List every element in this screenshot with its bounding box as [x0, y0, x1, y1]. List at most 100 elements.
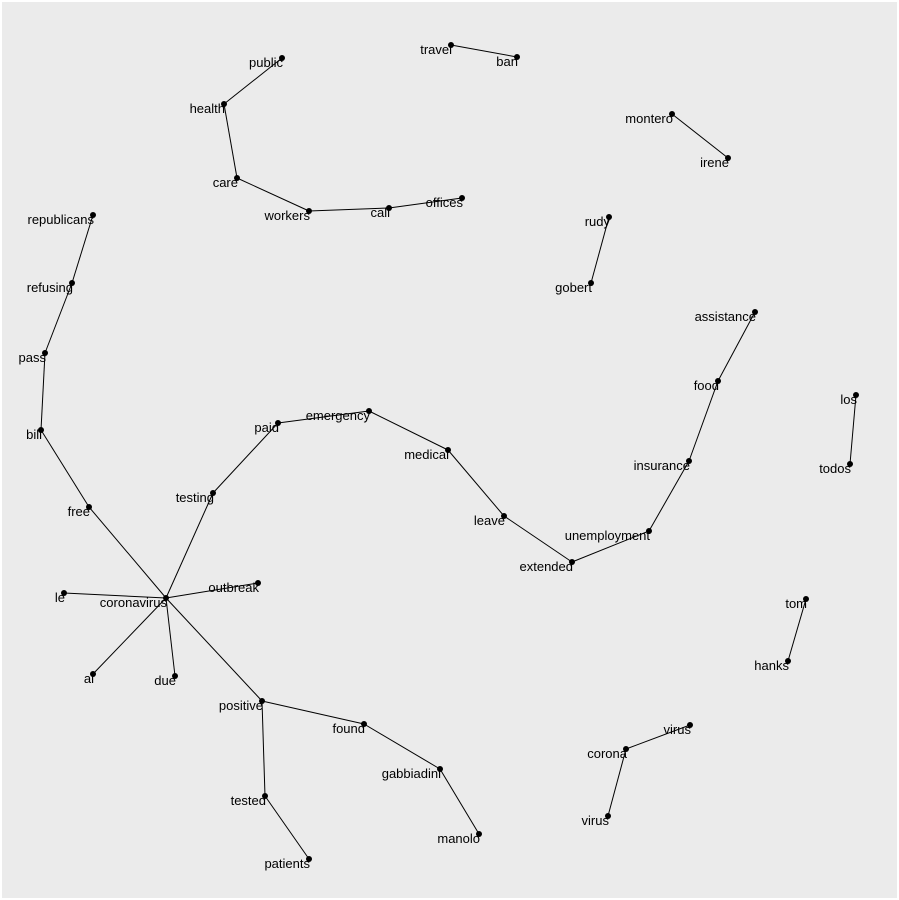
node-leave — [501, 513, 507, 519]
node-patients — [306, 856, 312, 862]
edge-found-gabbiadini — [363, 723, 441, 770]
node-label-patients: patients — [264, 856, 310, 871]
node-republicans — [90, 212, 96, 218]
node-label-virus_b: virus — [582, 813, 610, 828]
edge-positive-found — [261, 700, 365, 725]
node-label-free: free — [68, 504, 90, 519]
node-positive — [259, 698, 265, 704]
node-label-hanks: hanks — [754, 658, 789, 673]
node-outbreak — [255, 580, 261, 586]
node-pass — [42, 350, 48, 356]
edge-corona-virus_b — [607, 748, 627, 817]
node-label-care: care — [213, 175, 238, 190]
node-label-bill: bill — [26, 427, 42, 442]
edge-emergency-medical — [368, 410, 449, 451]
node-label-health: health — [190, 101, 225, 116]
node-corona — [623, 746, 629, 752]
edge-free-coronavirus — [88, 506, 167, 599]
node-label-todos: todos — [819, 461, 851, 476]
node-montero — [669, 111, 675, 117]
node-label-food: food — [694, 378, 719, 393]
node-travel — [448, 42, 454, 48]
node-label-coronavirus: coronavirus — [100, 595, 168, 610]
node-label-republicans: republicans — [28, 212, 95, 227]
node-label-tom: tom — [785, 596, 807, 611]
edge-rudy-gobert — [590, 216, 610, 284]
node-label-assistance: assistance — [695, 309, 756, 324]
edge-pass-bill — [40, 352, 46, 431]
node-irene — [725, 155, 731, 161]
nodes-layer — [38, 42, 859, 862]
node-due — [172, 673, 178, 679]
node-ban — [514, 54, 520, 60]
edge-montero-irene — [671, 113, 729, 159]
edge-gabbiadini-manolo — [439, 768, 480, 835]
edge-coronavirus-outbreak — [165, 582, 259, 599]
edge-republicans-refusing — [71, 214, 94, 284]
node-label-al: al — [84, 671, 94, 686]
node-label-ban: ban — [496, 54, 518, 69]
edge-tom-hanks — [787, 598, 807, 662]
node-health — [221, 101, 227, 107]
node-label-tested: tested — [231, 793, 266, 808]
edge-refusing-pass — [44, 282, 73, 354]
edge-coronavirus-due — [165, 597, 176, 677]
node-call — [386, 205, 392, 211]
node-label-found: found — [332, 721, 365, 736]
edge-positive-tested — [261, 700, 266, 797]
node-label-insurance: insurance — [634, 458, 690, 473]
edges-layer — [40, 44, 857, 860]
node-label-due: due — [154, 673, 176, 688]
node-label-public: public — [249, 55, 283, 70]
node-manolo — [476, 831, 482, 837]
edge-insurance-food — [688, 380, 719, 462]
node-label-gobert: gobert — [555, 280, 592, 295]
node-hanks — [785, 658, 791, 664]
edge-coronavirus-positive — [165, 597, 263, 702]
node-rudy — [606, 214, 612, 220]
node-gabbiadini — [437, 766, 443, 772]
node-workers — [306, 208, 312, 214]
edge-extended-unemployment — [571, 530, 650, 563]
node-free — [86, 504, 92, 510]
edge-public-health — [223, 57, 283, 105]
node-insurance — [686, 458, 692, 464]
edge-coronavirus-le — [63, 592, 167, 599]
node-label-los: los — [840, 392, 857, 407]
edge-health-care — [223, 103, 238, 179]
node-label-positive: positive — [219, 698, 263, 713]
node-label-workers: workers — [263, 208, 310, 223]
node-label-travel: travel — [420, 42, 452, 57]
node-assistance — [752, 309, 758, 315]
node-food — [715, 378, 721, 384]
edge-unemployment-insurance — [648, 460, 690, 532]
node-found — [361, 721, 367, 727]
node-label-call: call — [370, 205, 390, 220]
node-testing — [210, 490, 216, 496]
node-label-gabbiadini: gabbiadini — [382, 766, 441, 781]
node-label-medical: medical — [404, 447, 449, 462]
node-label-irene: irene — [700, 155, 729, 170]
edge-workers-call — [308, 207, 390, 212]
node-label-pass: pass — [19, 350, 47, 365]
edge-travel-ban — [450, 44, 518, 58]
node-paid — [275, 420, 281, 426]
node-emergency — [366, 408, 372, 414]
node-bill — [38, 427, 44, 433]
node-label-refusing: refusing — [27, 280, 73, 295]
node-label-montero: montero — [625, 111, 673, 126]
node-label-paid: paid — [254, 420, 279, 435]
node-label-offices: offices — [426, 195, 464, 210]
node-label-emergency: emergency — [306, 408, 371, 423]
node-gobert — [588, 280, 594, 286]
node-unemployment — [646, 528, 652, 534]
node-label-manolo: manolo — [437, 831, 480, 846]
edge-los-todos — [849, 394, 857, 465]
node-label-unemployment: unemployment — [565, 528, 651, 543]
edge-testing-paid — [212, 422, 279, 494]
node-tom — [803, 596, 809, 602]
node-offices — [459, 195, 465, 201]
labels-layer: public health care workers call offices travel… — [19, 42, 858, 871]
edge-medical-leave — [447, 449, 505, 517]
